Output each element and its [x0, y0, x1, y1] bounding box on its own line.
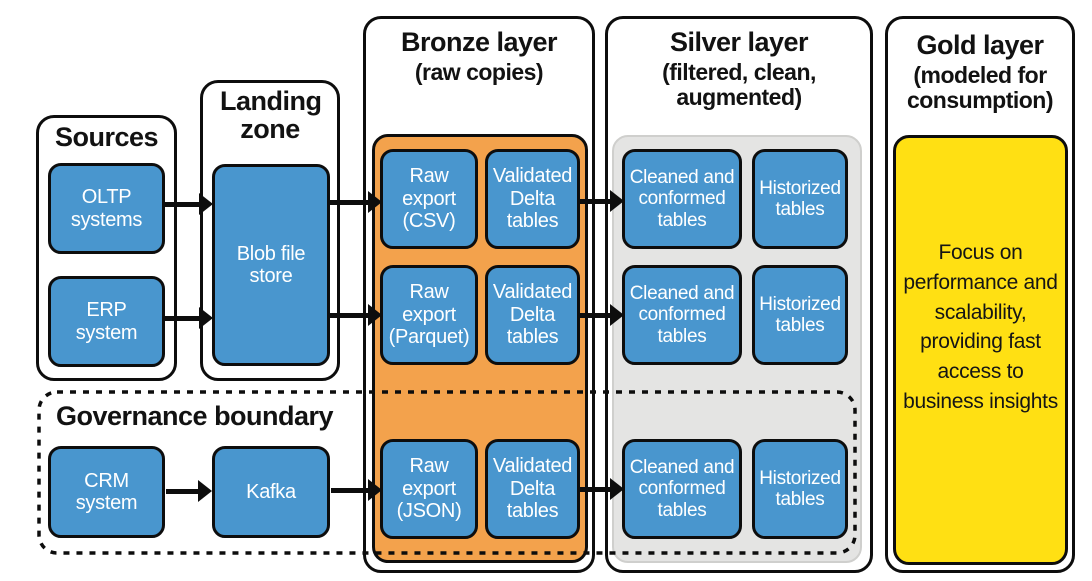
gold-yellow-region — [893, 135, 1068, 565]
historized-tables-node: Historized tables — [752, 439, 848, 539]
oltp-systems-label: OLTP systems — [70, 186, 143, 231]
crm-system-label: CRM system — [75, 469, 138, 514]
arrowhead-bronze-to-silver-row1 — [610, 190, 624, 212]
historized-tables-node: Historized tables — [752, 265, 848, 365]
cleaned-conformed-tables-node: Cleaned and conformed tables — [622, 265, 742, 365]
arrow-oltp-to-blob — [165, 202, 201, 207]
arrow-bronze-to-silver-row3 — [578, 487, 612, 492]
silver-subtitle: (filtered, clean, augmented) — [662, 59, 816, 111]
arrowhead-oltp-to-blob — [199, 193, 213, 215]
bronze-title: Bronze layer — [400, 27, 558, 57]
erp-system-node: ERP system — [48, 276, 165, 367]
cleaned-conformed-tables-label: Cleaned and conformed tables — [629, 283, 735, 347]
sources-header: Sources — [36, 122, 177, 152]
landing-zone-header: Landing zone — [200, 87, 340, 144]
silver-title: Silver layer — [669, 27, 809, 57]
raw-export-json-label: Raw export (JSON) — [396, 455, 462, 523]
governance-boundary-title: Governance boundary — [56, 401, 334, 431]
bronze-subtitle: (raw copies) — [414, 59, 544, 86]
landing-zone-title: Landing zone — [220, 86, 322, 145]
erp-system-label: ERP system — [75, 299, 138, 344]
historized-tables-label: Historized tables — [759, 467, 841, 510]
arrow-bronze-to-silver-row1 — [578, 199, 612, 204]
raw-export-csv-label: Raw export (CSV) — [402, 165, 456, 233]
kafka-node: Kafka — [212, 446, 330, 538]
arrow-bronze-to-silver-row2 — [578, 313, 612, 318]
oltp-systems-node: OLTP systems — [48, 163, 165, 254]
historized-tables-node: Historized tables — [752, 149, 848, 249]
cleaned-conformed-tables-label: Cleaned and conformed tables — [629, 167, 735, 231]
raw-export-parquet-node: Raw export (Parquet) — [380, 265, 478, 365]
kafka-label: Kafka — [246, 480, 296, 503]
arrowhead-blob-to-csv — [368, 191, 382, 213]
validated-delta-tables-node: Validated Delta tables — [485, 149, 580, 249]
gold-header: Gold layer (modeled for consumption) — [885, 31, 1075, 113]
validated-delta-tables-node: Validated Delta tables — [485, 439, 580, 539]
silver-header: Silver layer (filtered, clean, augmented… — [605, 28, 873, 110]
blob-file-store-label: Blob file store — [236, 242, 306, 287]
arrowhead-kafka-to-json — [368, 479, 382, 501]
validated-delta-tables-label: Validated Delta tables — [492, 455, 573, 523]
arrow-crm-to-kafka — [166, 489, 200, 494]
arrowhead-crm-to-kafka — [198, 480, 212, 502]
crm-system-node: CRM system — [48, 446, 165, 538]
arrow-erp-to-blob — [165, 316, 201, 321]
gold-title: Gold layer — [916, 30, 1044, 60]
governance-boundary-outline — [37, 390, 857, 555]
bronze-header: Bronze layer (raw copies) — [363, 28, 595, 85]
arrow-kafka-to-json — [331, 488, 370, 493]
gold-focus-text: Focus on performance and scalability, pr… — [903, 241, 1058, 414]
arrowhead-bronze-to-silver-row2 — [610, 304, 624, 326]
arrowhead-erp-to-blob — [199, 307, 213, 329]
raw-export-csv-node: Raw export (CSV) — [380, 149, 478, 249]
arrowhead-blob-to-parquet — [368, 304, 382, 326]
historized-tables-label: Historized tables — [759, 293, 841, 336]
sources-title: Sources — [54, 122, 159, 152]
historized-tables-label: Historized tables — [759, 177, 841, 220]
arrow-blob-to-csv — [330, 200, 370, 205]
validated-delta-tables-node: Validated Delta tables — [485, 265, 580, 365]
raw-export-parquet-label: Raw export (Parquet) — [388, 281, 470, 349]
arrow-blob-to-parquet — [330, 313, 370, 318]
validated-delta-tables-label: Validated Delta tables — [492, 281, 573, 349]
cleaned-conformed-tables-label: Cleaned and conformed tables — [629, 457, 735, 521]
validated-delta-tables-label: Validated Delta tables — [492, 165, 573, 233]
cleaned-conformed-tables-node: Cleaned and conformed tables — [622, 439, 742, 539]
gold-subtitle: (modeled for consumption) — [906, 62, 1054, 114]
blob-file-store-node: Blob file store — [212, 164, 330, 366]
cleaned-conformed-tables-node: Cleaned and conformed tables — [622, 149, 742, 249]
arrowhead-bronze-to-silver-row3 — [610, 478, 624, 500]
raw-export-json-node: Raw export (JSON) — [380, 439, 478, 539]
